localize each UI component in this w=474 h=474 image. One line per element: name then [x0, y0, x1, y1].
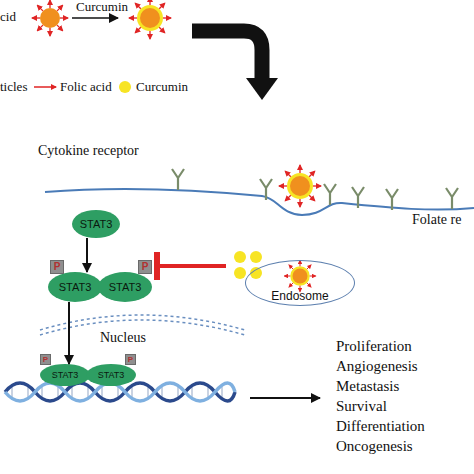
node-text: P — [128, 356, 133, 364]
legend-arrow — [34, 86, 56, 88]
curcumin-dot — [250, 267, 262, 279]
phosphate-box: P — [125, 354, 136, 365]
node-text: STAT3 — [98, 371, 125, 380]
node-text: P — [43, 356, 48, 364]
nanoparticle — [32, 0, 68, 36]
folate-receptor — [386, 189, 398, 210]
outcome-text: Metastasis — [336, 378, 399, 395]
node-text: STAT3 — [80, 219, 113, 230]
cytokine-receptor — [172, 169, 184, 190]
node-text: P — [54, 262, 61, 272]
protein-ellipse: STAT3 — [40, 364, 90, 386]
inhibition-bar — [154, 252, 160, 280]
outcome-text: Proliferation — [336, 338, 412, 355]
node-text: P — [142, 262, 149, 272]
flow-arrow-head — [246, 78, 278, 100]
compartment-label: Nucleus — [100, 330, 146, 345]
phosphate-box: P — [40, 354, 51, 365]
curcumin-dot — [234, 251, 246, 263]
legend-text: ticles — [0, 80, 27, 94]
outcome-text: Oncogenesis — [336, 438, 413, 455]
protein-ellipse: STAT3 — [86, 364, 136, 386]
protein-ellipse: STAT3 — [98, 272, 152, 302]
curcumin-dot — [234, 267, 246, 279]
folate-receptor — [324, 184, 336, 205]
node-text: Endosome — [271, 290, 328, 302]
folate-receptor — [352, 187, 364, 208]
inhibition-line — [158, 264, 226, 268]
node-text: STAT3 — [109, 282, 142, 293]
signal-arrow — [86, 238, 88, 272]
outcome-text: Differentiation — [336, 418, 425, 435]
cropped-text: cid — [0, 10, 16, 24]
protein-ellipse: STAT3 — [72, 210, 120, 238]
receptor-label: Folate re — [412, 212, 461, 227]
coated-nanoparticle — [279, 165, 321, 207]
cell-membrane — [45, 189, 474, 215]
protein-ellipse: STAT3 — [48, 272, 102, 302]
outcome-arrow — [250, 397, 320, 399]
curcumin-dot — [250, 251, 262, 263]
receptor-label: Cytokine receptor — [38, 143, 139, 158]
synthesis-arrow — [72, 17, 118, 19]
arrow-label: Curcumin — [76, 0, 128, 14]
outcome-text: Angiogenesis — [336, 358, 418, 375]
coated-nanoparticle — [129, 0, 171, 39]
phosphate-box: P — [50, 260, 64, 274]
node-text: STAT3 — [52, 371, 79, 380]
outcome-text: Survival — [336, 398, 387, 415]
signal-arrow — [68, 302, 70, 364]
folate-receptor — [446, 188, 458, 209]
legend-swatch — [119, 81, 131, 93]
endosome-ellipse: Endosome — [245, 260, 355, 306]
dna-strand — [5, 383, 235, 401]
node-text: STAT3 — [59, 282, 92, 293]
legend-text: Curcumin — [136, 80, 188, 94]
flow-arrow — [192, 31, 262, 80]
legend-text: Folic acid — [60, 80, 112, 94]
phosphate-box: P — [138, 260, 152, 274]
dna-strand — [5, 383, 235, 401]
folate-receptor — [260, 179, 272, 200]
coated-nanoparticle — [284, 260, 316, 292]
